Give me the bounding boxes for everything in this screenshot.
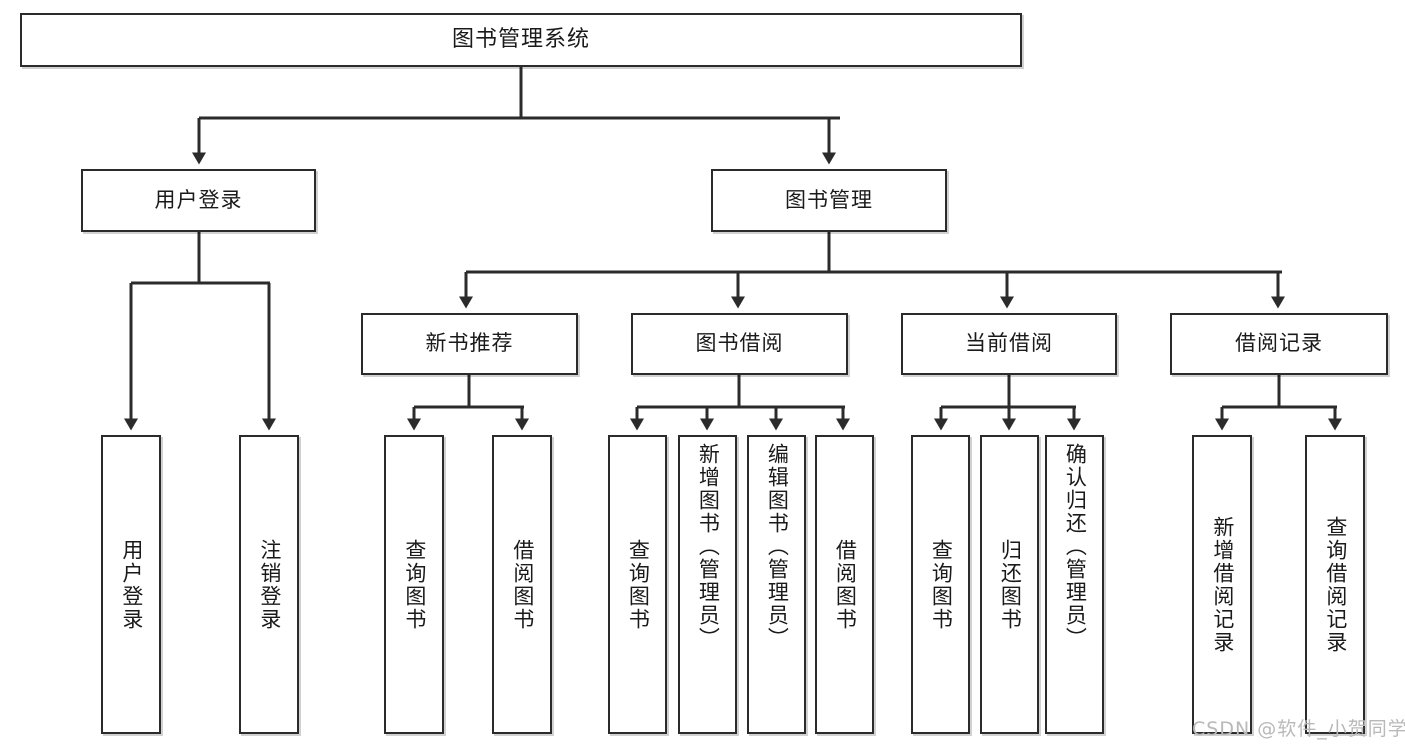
node-borrow-record[interactable]: 借阅记录: [1170, 313, 1388, 375]
leaf-borrow-book[interactable]: 借阅图书: [815, 435, 874, 734]
leaf-query-borrow-record[interactable]: 查询借阅记录: [1305, 435, 1365, 734]
node-root-library-system[interactable]: 图书管理系统: [20, 13, 1022, 67]
leaf-label: 查询图书: [626, 538, 651, 631]
leaf-query-book-current[interactable]: 查询图书: [911, 435, 970, 734]
leaf-label: 查询图书: [929, 538, 954, 631]
leaf-query-book-borrow[interactable]: 查询图书: [608, 435, 667, 734]
node-label: 当前借阅: [965, 331, 1053, 356]
node-label: 用户登录: [154, 187, 243, 212]
node-label: 图书借阅: [695, 331, 784, 356]
node-label: 新书推荐: [425, 331, 514, 356]
leaf-label: 新增借阅记录: [1210, 515, 1235, 654]
node-label: 借阅记录: [1235, 331, 1323, 356]
leaf-label: 查询借阅记录: [1323, 515, 1348, 654]
leaf-label: 借阅图书: [510, 538, 535, 631]
leaf-label: 借阅图书: [833, 538, 858, 631]
leaf-logout[interactable]: 注销登录: [239, 435, 299, 734]
leaf-add-book-admin[interactable]: 新增图书（管理员）: [678, 435, 737, 734]
leaf-label: 确认归还（管理员）: [1063, 443, 1088, 650]
leaf-edit-book-admin[interactable]: 编辑图书（管理员）: [747, 435, 806, 734]
leaf-label: 归还图书: [998, 538, 1023, 631]
leaf-label: 查询图书: [402, 538, 427, 631]
node-current-borrow[interactable]: 当前借阅: [901, 313, 1117, 375]
leaf-add-borrow-record[interactable]: 新增借阅记录: [1192, 435, 1252, 734]
leaf-return-book[interactable]: 归还图书: [980, 435, 1039, 734]
leaf-label: 编辑图书（管理员）: [765, 443, 790, 650]
node-user-login[interactable]: 用户登录: [81, 169, 316, 232]
leaf-label: 新增图书（管理员）: [696, 443, 721, 650]
leaf-borrow-book-new[interactable]: 借阅图书: [492, 435, 552, 734]
leaf-query-book-new[interactable]: 查询图书: [384, 435, 444, 734]
node-new-book-recommendation[interactable]: 新书推荐: [361, 313, 578, 375]
node-label: 图书管理: [785, 187, 873, 212]
node-book-borrow[interactable]: 图书借阅: [631, 313, 848, 375]
node-book-management[interactable]: 图书管理: [711, 169, 947, 232]
leaf-label: 注销登录: [257, 538, 282, 631]
leaf-label: 用户登录: [119, 538, 144, 631]
leaf-user-login[interactable]: 用户登录: [101, 435, 161, 734]
node-label: 图书管理系统: [451, 26, 590, 52]
leaf-confirm-return-admin[interactable]: 确认归还（管理员）: [1045, 435, 1104, 734]
